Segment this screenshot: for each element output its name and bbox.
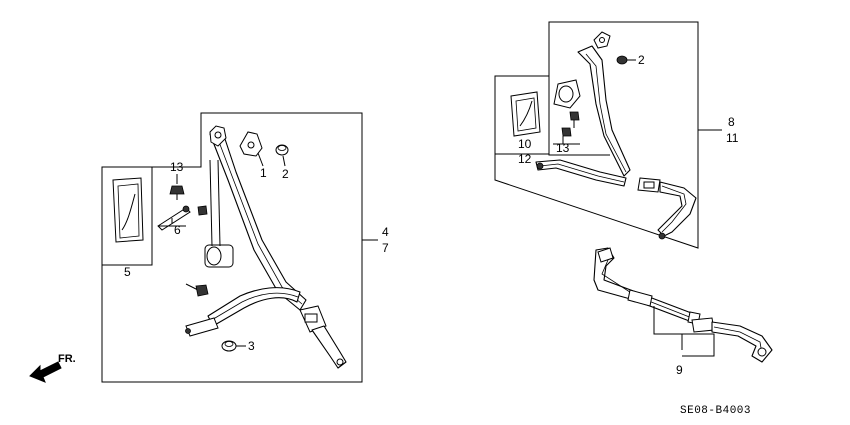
buckle-stalk <box>311 325 347 369</box>
bolt-13-left <box>169 185 185 200</box>
callout-7: 7 <box>382 241 389 255</box>
rear-lower-webbing <box>535 159 627 187</box>
rear-inner-divider <box>548 76 610 156</box>
upper-anchor <box>209 125 227 147</box>
retractor-right <box>553 79 581 109</box>
callout-8: 8 <box>728 115 735 129</box>
front-seat-belt-assembly <box>101 112 378 383</box>
callout-2b: 2 <box>638 53 645 67</box>
anchor-cover <box>239 131 263 157</box>
leader-13b <box>553 136 580 145</box>
callout-12: 12 <box>518 152 532 166</box>
rear-upper-anchor <box>593 31 611 49</box>
leader-6 <box>158 218 186 227</box>
front-direction-indicator: FR. <box>29 353 76 383</box>
callout-5: 5 <box>124 265 131 279</box>
buckle-tongue <box>299 305 327 333</box>
front-assembly-frame <box>101 112 363 383</box>
rear-buckle <box>637 177 661 193</box>
callout-1: 1 <box>260 166 267 180</box>
callout-13b: 13 <box>556 141 570 155</box>
leader-9 <box>653 306 715 357</box>
callout-11: 11 <box>726 131 739 145</box>
lower-bolt-left <box>185 283 209 297</box>
lower-anchor-plate <box>185 317 219 337</box>
callout-13a: 13 <box>170 160 184 174</box>
callout-6: 6 <box>174 223 181 237</box>
bolt-13-right <box>561 111 580 137</box>
bolt-cap-left <box>275 144 289 156</box>
manual-card-frame-left <box>101 166 153 266</box>
bracket-6 <box>157 205 208 231</box>
front-belt-webbing <box>207 129 307 327</box>
callout-9: 9 <box>676 363 683 377</box>
retractor-left <box>204 159 234 268</box>
bolt-cap-right <box>616 55 628 65</box>
leader-1 <box>257 152 264 167</box>
rear-seat-belt-assembly <box>494 21 722 249</box>
manual-card-left <box>112 177 144 243</box>
bolt-cap-3 <box>221 340 237 352</box>
rear-belt-webbing <box>577 45 631 177</box>
diagram-code: SE08-B4003 <box>680 405 751 417</box>
callout-3: 3 <box>248 339 255 353</box>
manual-card-right <box>510 91 541 137</box>
leader-2a <box>282 155 286 167</box>
front-arrow-icon <box>29 361 62 383</box>
front-label: FR. <box>58 353 76 365</box>
rear-outboard-webbing <box>657 181 697 240</box>
callout-4: 4 <box>382 225 389 239</box>
callout-2a: 2 <box>282 167 289 181</box>
center-seat-belt <box>593 247 773 363</box>
callout-10: 10 <box>518 137 532 151</box>
